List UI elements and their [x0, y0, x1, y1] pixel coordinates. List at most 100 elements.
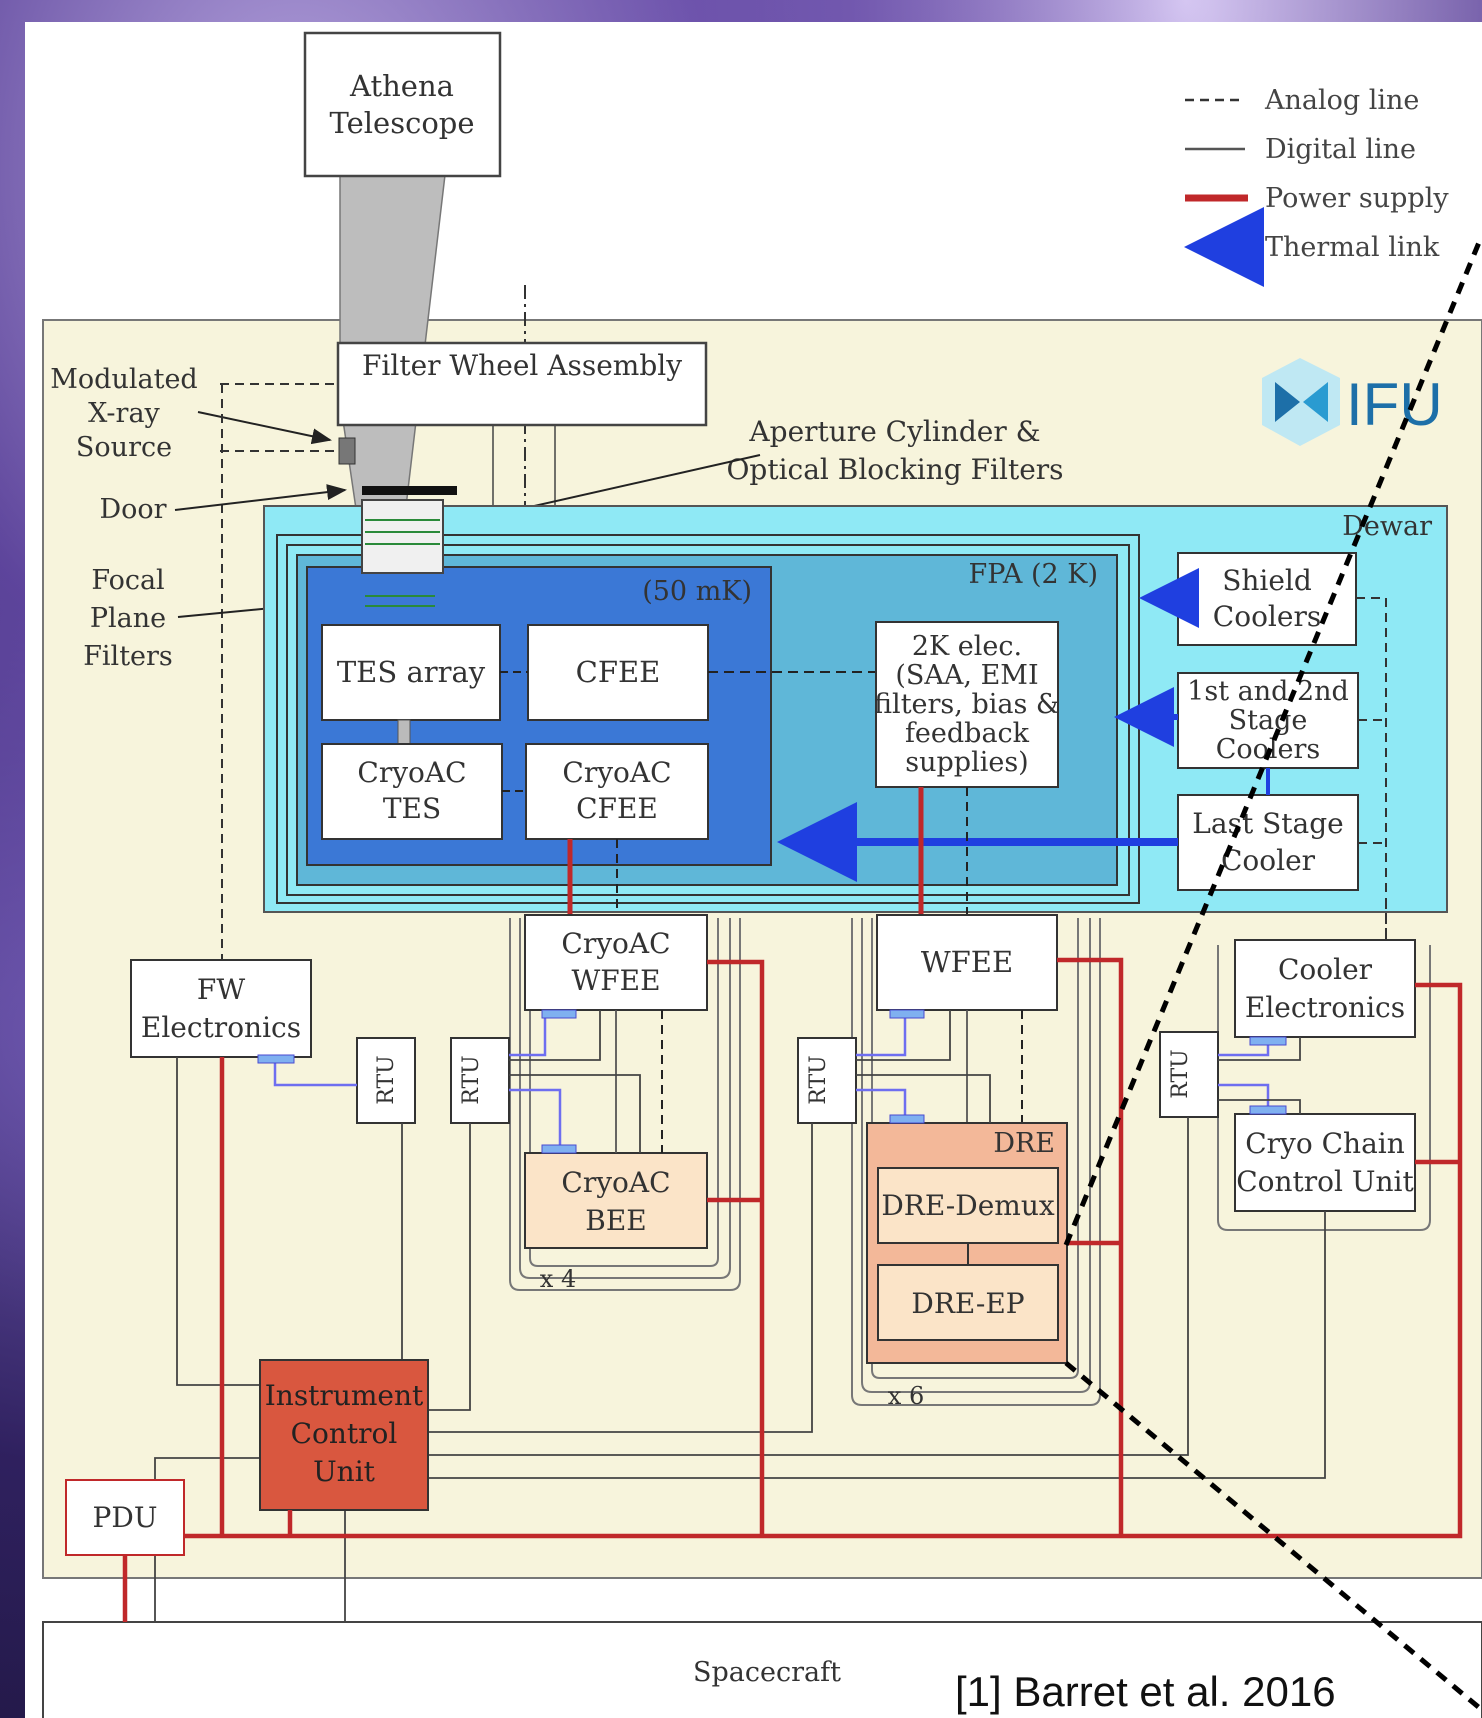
cryoac-cfee-label-2: CFEE: [576, 792, 658, 825]
cooler-group-frame: [1217, 945, 1431, 1231]
cfee-box: [527, 624, 709, 721]
shield-coolers-label-2: Coolers: [1213, 600, 1321, 633]
x4-stack-3: [509, 918, 741, 1291]
x4-stack-2: [519, 918, 731, 1279]
rtu-4: RTU: [1159, 1031, 1219, 1118]
modulated-source-label-3: Source: [76, 432, 172, 463]
ifu-logo-text: IFU: [1346, 371, 1443, 438]
wfee-box: [876, 914, 1058, 1011]
fw-electronics-label-1: FW: [197, 973, 245, 1006]
cfee-label: CFEE: [576, 655, 661, 689]
legend-analog-label: Analog line: [1264, 85, 1419, 116]
modulated-source-label-2: X-ray: [88, 398, 160, 429]
x4-stack-1: [529, 918, 719, 1267]
x6-stack-2: [861, 918, 1091, 1393]
source-arrow: [197, 411, 332, 445]
tes-array-label: TES array: [337, 655, 486, 689]
focal-plane-label-2: Plane: [90, 603, 166, 634]
zoom-line-lower: [1064, 1361, 1482, 1712]
cryoac-bee-label-1: CryoAC: [561, 1166, 670, 1199]
spacecraft-box: [42, 1621, 1482, 1718]
athena-telescope-label: Athena: [349, 69, 454, 103]
elec2k-box: [875, 621, 1059, 788]
stage-coolers-label-1: 1st and 2nd: [1187, 676, 1349, 707]
icu-label-2: Control: [291, 1417, 398, 1450]
fw-electronics-box: [130, 959, 312, 1058]
bus-rtu3-dre: [856, 1088, 907, 1123]
dre-ep-box: [877, 1264, 1059, 1341]
bus-tab-cryo: [1249, 1105, 1287, 1115]
cryoac-cfee-box: [525, 743, 709, 840]
elec2k-label-5: supplies): [905, 747, 1028, 778]
x6-label: x 6: [888, 1382, 924, 1410]
bus-rtu4-cryo: [1218, 1083, 1270, 1114]
cryoac-bee-box: [524, 1152, 708, 1249]
bus-tab-cryoac-wfee: [541, 1009, 577, 1019]
bus-tab-dre: [889, 1114, 925, 1124]
icu-box: [259, 1359, 429, 1511]
last-stage-label-2: Cooler: [1221, 844, 1316, 877]
filter-wheel-box: [336, 341, 708, 427]
bus-rtu2-wfee: [509, 1010, 547, 1057]
spacecraft-label: Spacecraft: [693, 1657, 841, 1688]
legend-power-label: Power supply: [1265, 183, 1449, 214]
shield-coolers-box: [1177, 552, 1357, 646]
elec2k-label-3: filters, bias &: [874, 689, 1060, 720]
filter-wheel-label: Filter Wheel Assembly: [362, 349, 682, 382]
athena-telescope-box: [303, 31, 502, 178]
svg-text:RTU: RTU: [1168, 1049, 1193, 1098]
elec2k-label-2: (SAA, EMI: [895, 660, 1038, 691]
svg-text:RTU: RTU: [374, 1055, 399, 1104]
door-bar: [362, 486, 457, 495]
dre-label: DRE: [993, 1128, 1055, 1159]
legend: Analog line Digital line Power supply Th…: [1184, 85, 1449, 287]
dre-ep-label: DRE-EP: [911, 1287, 1024, 1320]
cryoac-tes-box: [321, 743, 503, 840]
cryoac-tes-label-1: CryoAC: [357, 756, 466, 789]
digital-lines: [154, 1010, 1326, 1622]
citation-text: [1] Barret et al. 2016: [955, 1668, 1336, 1715]
x6-stack-1: [871, 918, 1079, 1379]
pdu-box: [65, 1479, 185, 1556]
elec2k-label-4: feedback: [905, 718, 1030, 749]
bus-rtu3-wfee: [856, 1010, 907, 1057]
x-ray-source: [338, 437, 356, 465]
legend-digital-label: Digital line: [1265, 134, 1416, 165]
aperture-cylinder: [361, 499, 444, 574]
door-label: Door: [99, 494, 166, 525]
legend-thermal-label: Thermal link: [1265, 232, 1440, 263]
last-stage-box: [1177, 794, 1359, 891]
fw-electronics-label-2: Electronics: [141, 1011, 301, 1044]
fpa-label: FPA (2 K): [968, 559, 1098, 590]
dre-demux-label: DRE-Demux: [881, 1189, 1055, 1222]
zoom-line-upper: [1063, 239, 1482, 1246]
cryoac-cfee-label-1: CryoAC: [562, 756, 671, 789]
cryoac-bee-label-2: BEE: [585, 1204, 646, 1237]
aperture-label-2: Optical Blocking Filters: [726, 453, 1063, 486]
bus-tab-fw: [257, 1054, 295, 1064]
rtu-2: RTU: [450, 1037, 510, 1124]
bus-tab-bee: [541, 1144, 577, 1154]
icu-label-3: Unit: [313, 1455, 376, 1488]
cryoac-tes-label-2: TES: [383, 792, 441, 825]
bus-tab-cooler: [1249, 1036, 1287, 1046]
cryo-chain-label-1: Cryo Chain: [1245, 1127, 1405, 1160]
x6-stack-3: [851, 918, 1101, 1406]
modulated-source-label-1: Modulated: [50, 364, 197, 395]
stage-coolers-label-2: Stage: [1229, 705, 1308, 736]
rtu-1: RTU: [356, 1037, 416, 1124]
ifu-logo: IFU: [1262, 358, 1443, 446]
focal-plane-label-3: Filters: [83, 641, 173, 672]
shield-coolers-label-1: Shield: [1222, 564, 1312, 597]
cryoac-wfee-label-2: WFEE: [571, 964, 660, 997]
pdu-label: PDU: [93, 1501, 158, 1534]
elec2k-label-1: 2K elec.: [912, 631, 1022, 662]
bus-fw-rtu1: [273, 1057, 357, 1087]
cooler-electronics-box: [1234, 939, 1416, 1038]
x4-label: x 4: [540, 1265, 576, 1293]
focal-plane-label-1: Focal: [91, 565, 164, 596]
last-stage-label-1: Last Stage: [1192, 807, 1343, 840]
icu-label-1: Instrument: [265, 1379, 424, 1412]
svg-text:RTU: RTU: [806, 1055, 831, 1104]
